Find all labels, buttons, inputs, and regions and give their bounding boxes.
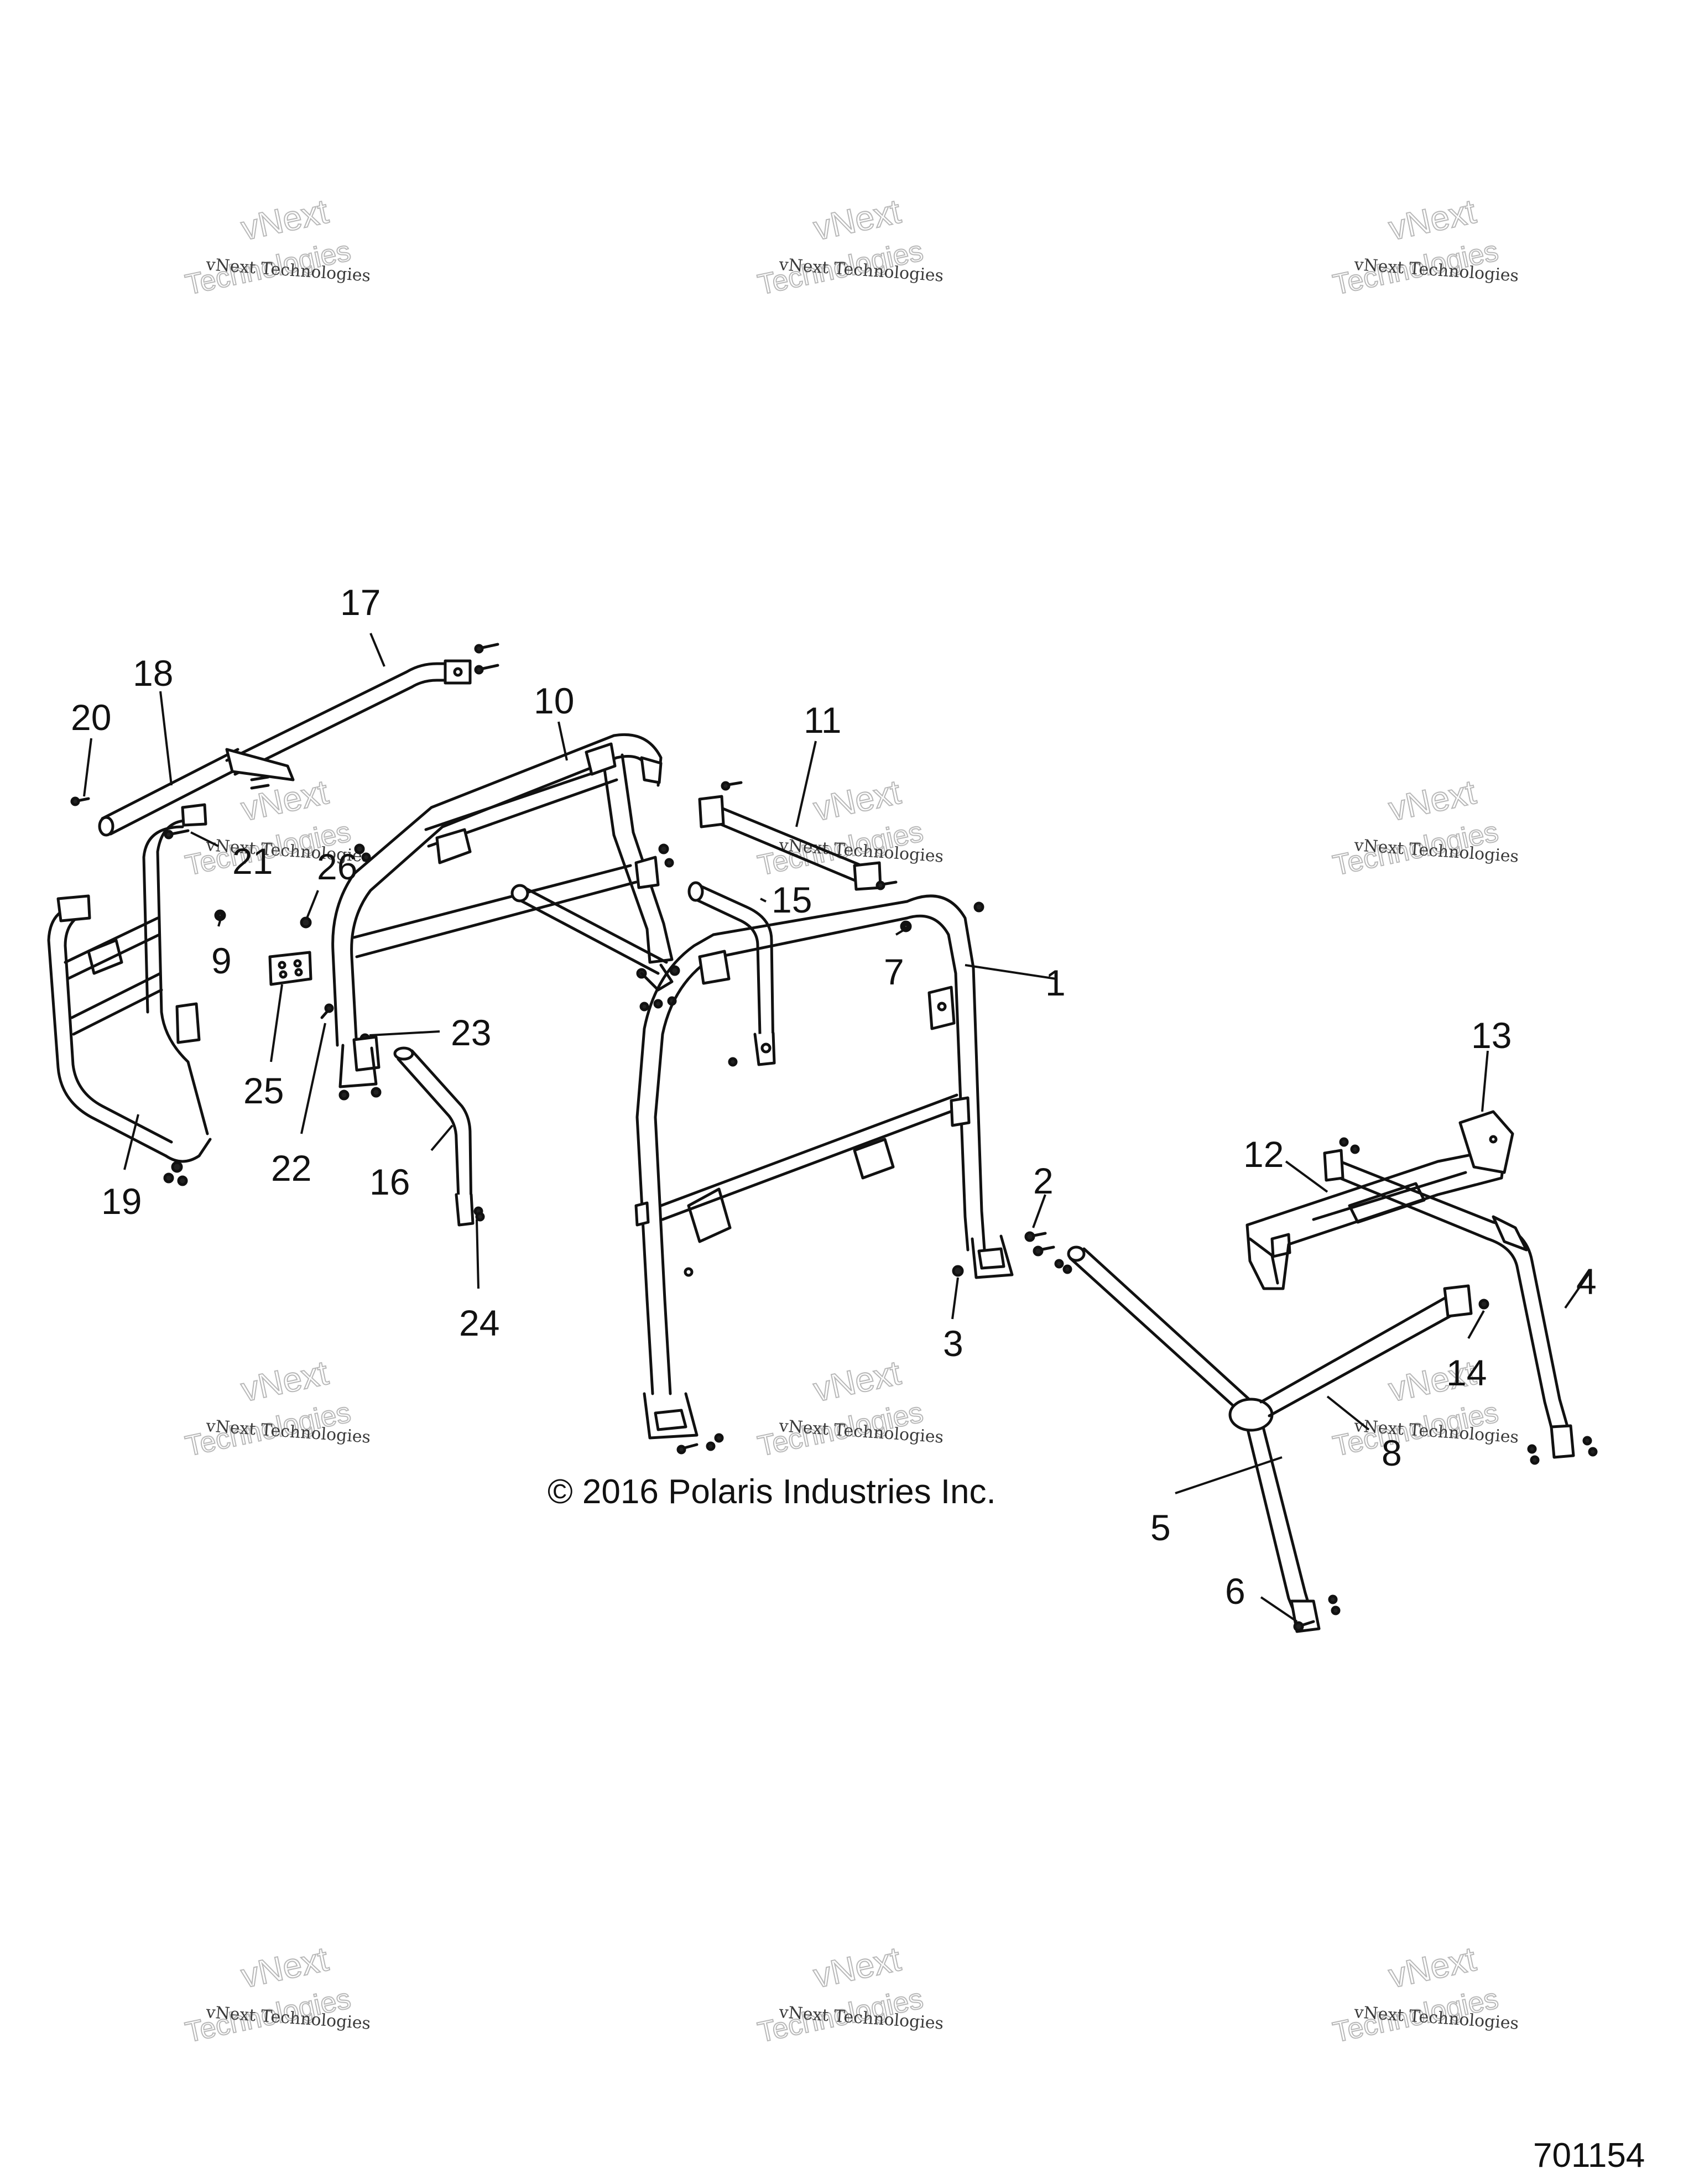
callout-22: 22 <box>271 1148 311 1189</box>
part-6-bolt <box>1293 1620 1315 1632</box>
part-24-bolt <box>475 1212 485 1222</box>
callout-12: 12 <box>1243 1134 1284 1175</box>
part-15-support <box>687 881 776 1067</box>
copyright-notice: © 2016 Polaris Industries Inc. <box>548 1473 996 1511</box>
callouts: 1 2 3 4 5 6 7 8 9 10 11 12 13 14 15 16 1… <box>71 582 1597 1612</box>
callout-25: 25 <box>243 1070 284 1111</box>
callout-15: 15 <box>772 879 812 920</box>
part-14-nut <box>1478 1299 1489 1310</box>
callout-17: 17 <box>340 582 381 623</box>
watermark: vNext Technologies <box>754 192 926 302</box>
part-4-pillar <box>1323 1137 1598 1465</box>
callout-1: 1 <box>1045 962 1066 1003</box>
part-21-bolt <box>164 829 190 840</box>
watermark: vNext Technologies <box>1330 192 1502 302</box>
svg-text:vNext: vNext <box>1385 192 1479 248</box>
svg-text:vNext: vNext <box>810 192 904 248</box>
leader-lines <box>83 633 1591 1623</box>
svg-text:vNext: vNext <box>810 773 904 828</box>
callout-11: 11 <box>804 700 842 741</box>
svg-text:vNext: vNext <box>1385 773 1479 828</box>
part-10-inner-strut <box>510 884 677 1012</box>
part-25-plate <box>268 951 312 986</box>
callout-2: 2 <box>1033 1160 1054 1201</box>
svg-text:vNext: vNext <box>1385 1940 1479 1995</box>
part-2-bolt <box>1024 1231 1055 1257</box>
part-11-cross-bar <box>698 781 898 891</box>
svg-text:vNext: vNext <box>238 1940 331 1995</box>
callout-24: 24 <box>459 1302 499 1343</box>
part-12-dash-panel <box>1245 1149 1506 1290</box>
callout-8: 8 <box>1382 1432 1402 1473</box>
callout-26: 26 <box>317 846 357 887</box>
part-5-a-pillar <box>1054 1245 1341 1633</box>
callout-9: 9 <box>211 940 232 981</box>
svg-text:vNext: vNext <box>810 1940 904 1995</box>
part-10-rear-cage <box>331 733 680 1101</box>
part-8-brace <box>1259 1284 1473 1417</box>
part-26-nut <box>300 916 312 929</box>
callout-18: 18 <box>133 653 173 694</box>
callout-5: 5 <box>1150 1507 1171 1548</box>
watermark: vNext Technologies <box>754 1940 926 2050</box>
part-16-support-tube <box>393 1046 483 1227</box>
callout-10: 10 <box>534 680 574 721</box>
svg-text:vNext: vNext <box>238 1354 331 1409</box>
part-19-side-frame <box>47 803 212 1186</box>
watermark-group: vNext Technologies vNext Technologies vN… <box>182 192 1519 2050</box>
part-1-main-cage <box>634 894 1014 1455</box>
callout-3: 3 <box>943 1323 963 1364</box>
part-22-screw <box>320 1003 334 1019</box>
watermark: vNext Technologies <box>182 1940 354 2050</box>
callout-20: 20 <box>71 697 111 738</box>
part-18-rear-bar <box>98 748 295 837</box>
watermark: vNext Technologies <box>1330 1940 1502 2050</box>
part-17-upper-bar <box>225 643 499 776</box>
callout-23: 23 <box>451 1012 491 1053</box>
watermark: vNext Technologies <box>754 773 926 883</box>
callout-7: 7 <box>884 951 904 992</box>
part-20-bolt <box>70 796 90 806</box>
callout-19: 19 <box>101 1181 142 1222</box>
callout-4: 4 <box>1576 1261 1597 1302</box>
svg-text:vNext: vNext <box>238 192 331 248</box>
svg-text:vNext: vNext <box>810 1354 904 1409</box>
callout-16: 16 <box>369 1161 410 1202</box>
watermark: vNext Technologies <box>754 1353 926 1463</box>
callout-13: 13 <box>1471 1015 1512 1056</box>
part-3-nut <box>952 1265 964 1277</box>
callout-21: 21 <box>232 841 273 882</box>
watermark: vNext Technologies <box>182 1353 354 1463</box>
svg-text:vNext: vNext <box>238 773 331 828</box>
part-13-bracket <box>1458 1110 1514 1174</box>
diagram-id: 701154 <box>1533 2136 1645 2175</box>
callout-14: 14 <box>1446 1352 1487 1393</box>
watermark: vNext Technologies <box>1330 773 1502 883</box>
watermark: vNext Technologies <box>182 192 354 302</box>
part-9-nut <box>214 909 226 921</box>
callout-6: 6 <box>1225 1571 1245 1612</box>
